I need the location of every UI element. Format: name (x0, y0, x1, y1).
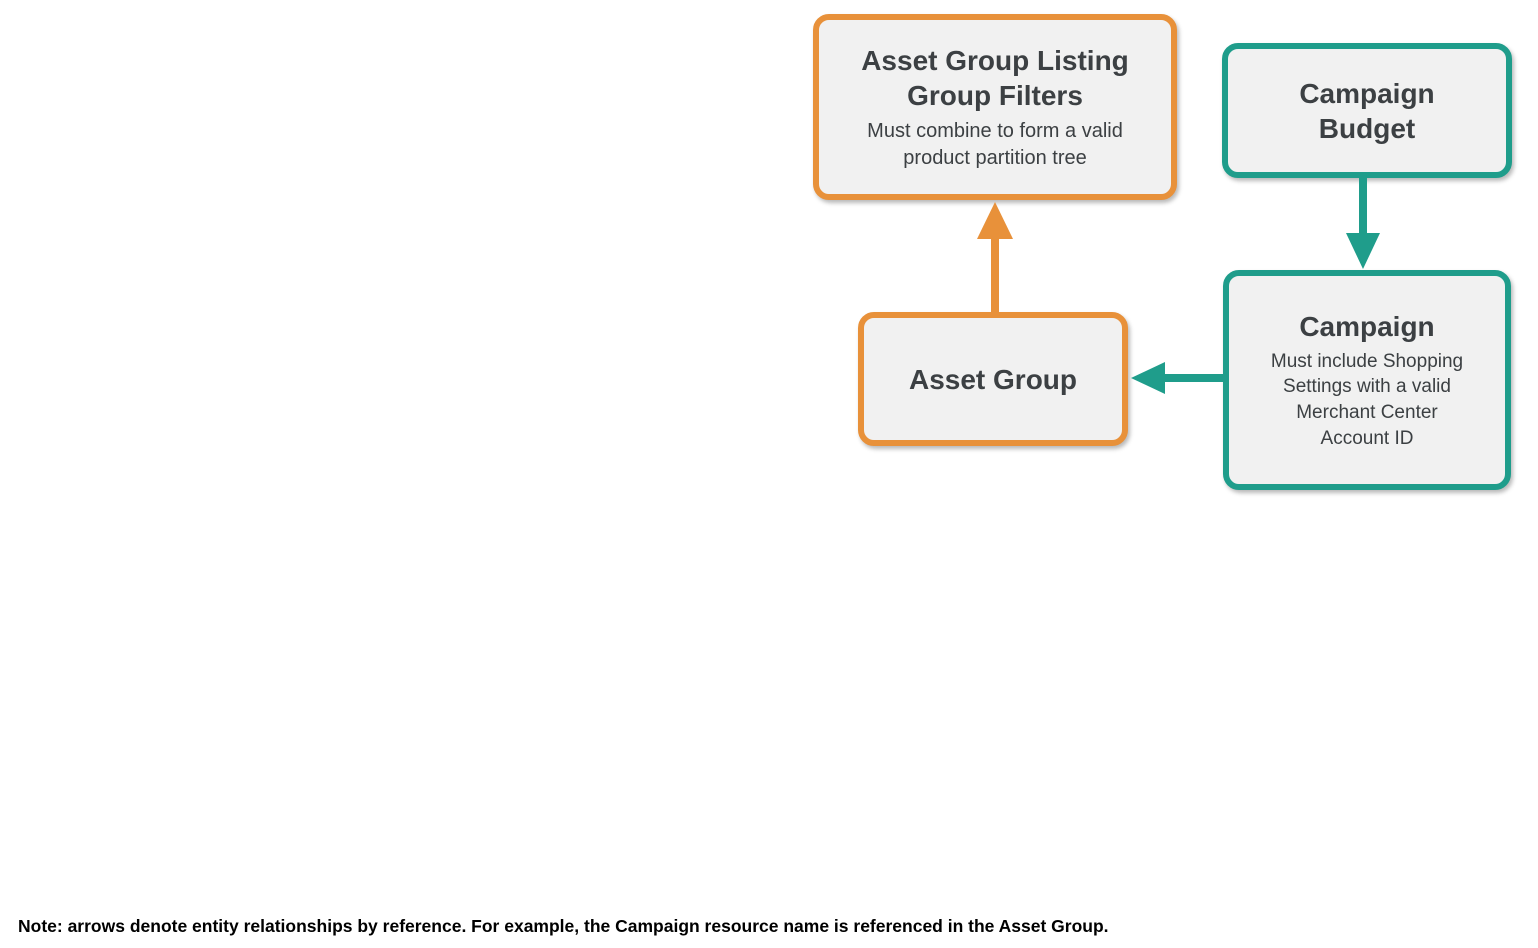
arrow-shaft (991, 235, 999, 313)
node-title: Campaign (1299, 310, 1435, 342)
arrowhead-up-icon (977, 202, 1013, 239)
arrow-shaft (1163, 374, 1223, 382)
node-title: Asset Group (908, 363, 1078, 395)
node-asset-group-listing-group-filters: Asset Group Listing Group Filters Must c… (813, 14, 1177, 200)
arrowhead-down-icon (1346, 233, 1380, 269)
node-title: Campaign Budget (1299, 77, 1435, 144)
node-campaign-budget: Campaign Budget (1222, 43, 1512, 178)
node-campaign: Campaign Must include Shopping Settings … (1223, 270, 1511, 490)
node-subtitle: Must include Shopping Settings with a va… (1270, 350, 1464, 449)
node-subtitle: Must combine to form a valid product par… (867, 119, 1123, 169)
arrow-shaft (1359, 177, 1367, 235)
node-title: Asset Group Listing Group Filters (861, 44, 1129, 111)
footnote: Note: arrows denote entity relationships… (18, 916, 1109, 936)
node-asset-group: Asset Group (858, 312, 1128, 446)
arrowhead-left-icon (1131, 362, 1165, 394)
